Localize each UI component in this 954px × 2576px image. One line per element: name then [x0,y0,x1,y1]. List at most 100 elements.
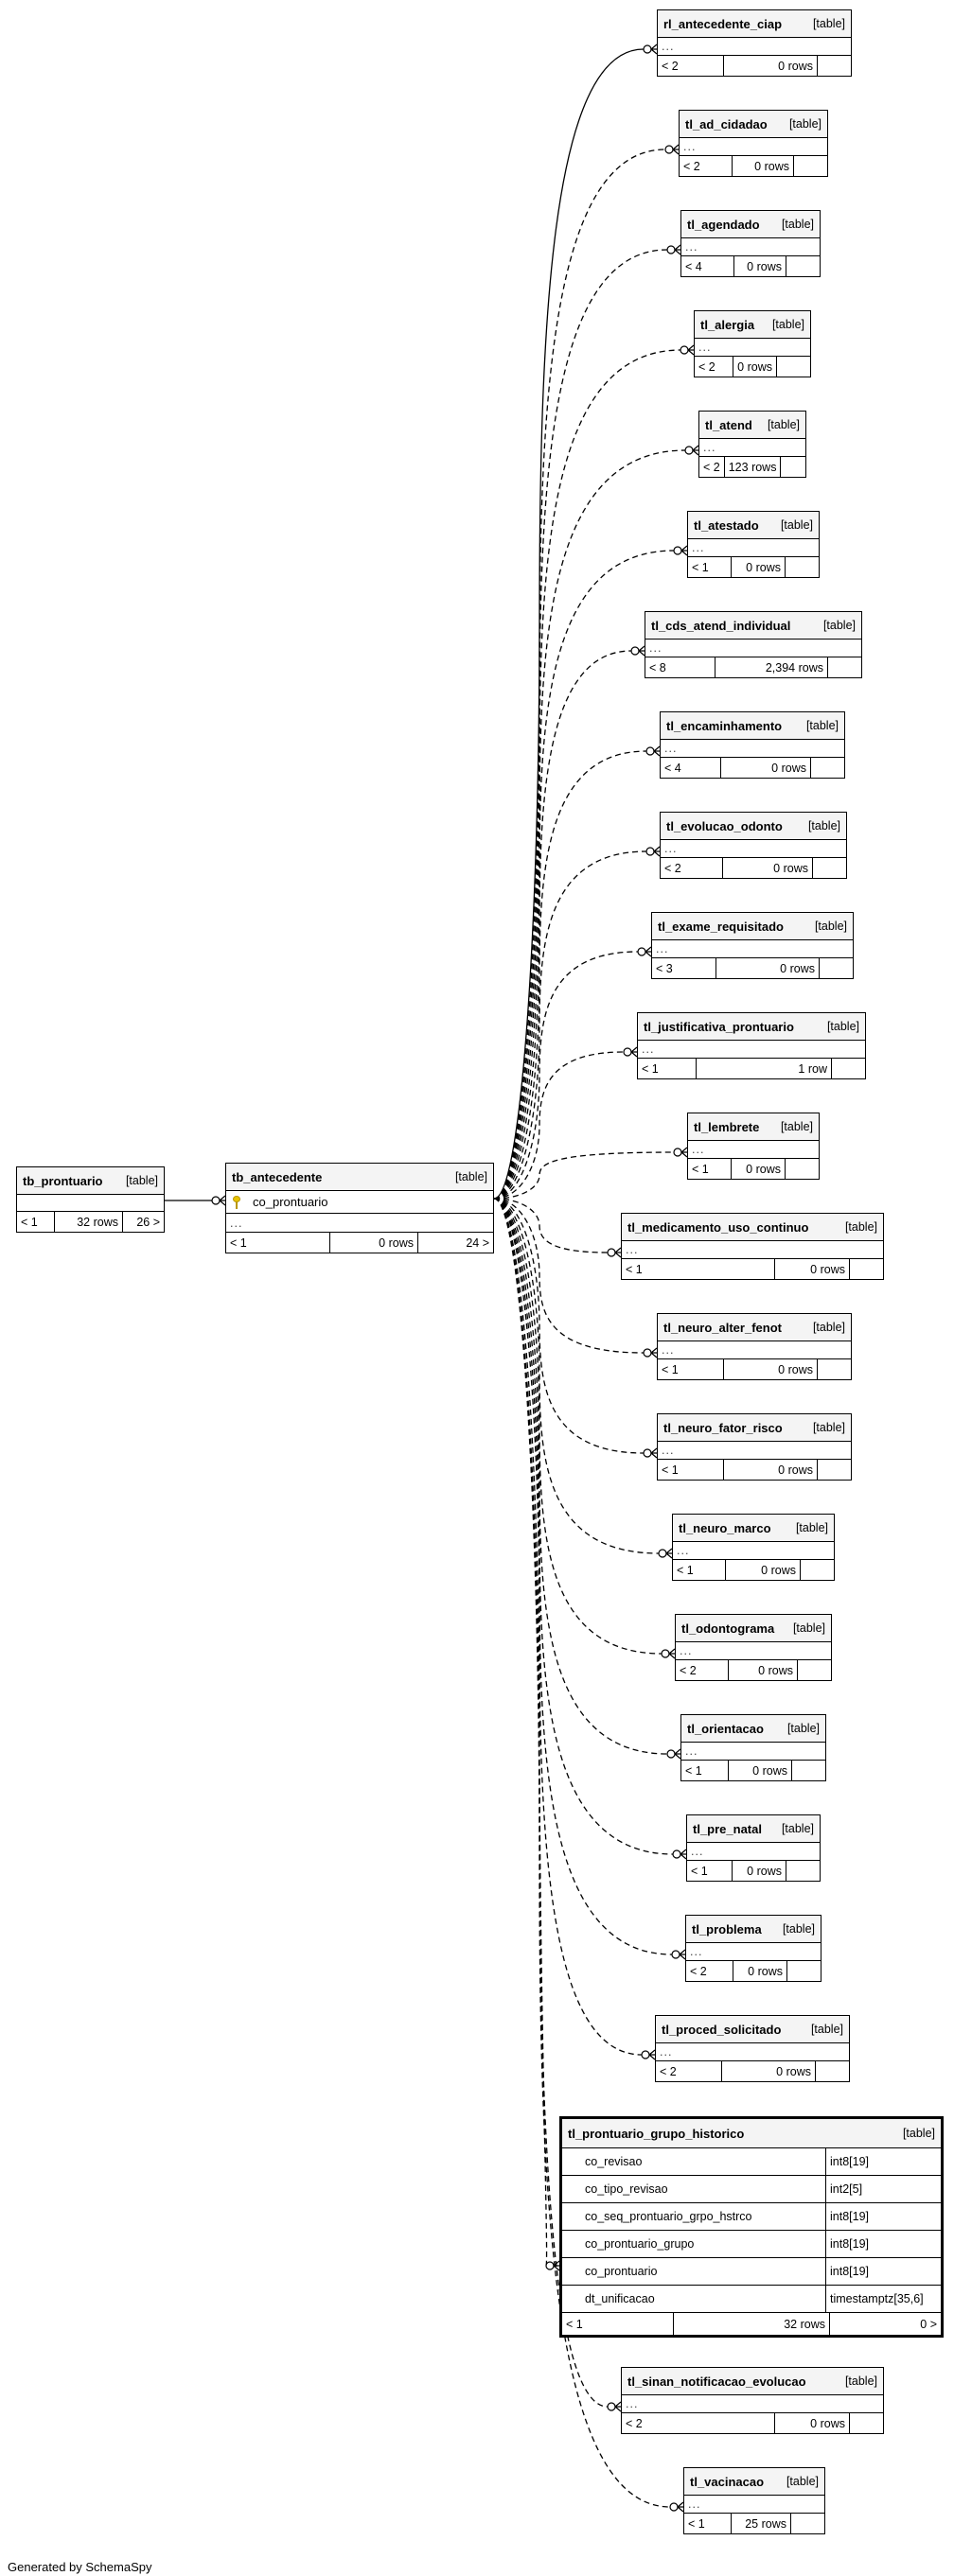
min-count: < 3 [652,958,716,978]
ellipsis-row: ... [676,1641,831,1659]
row-count: 1 row [798,1061,827,1076]
edge-end-marker [623,1046,638,1058]
table-name: tl_lembrete [694,1119,760,1134]
table-type: [table] [782,1922,815,1936]
column-type: int8[19] [825,2148,941,2175]
column-type: int8[19] [825,2258,941,2285]
max-count-cell [797,1660,831,1680]
table-footer: < 1 32 rows 26 > [17,1211,164,1232]
ellipsis-row: ... [638,1040,865,1058]
max-count-cell [786,1961,821,1981]
min-count: < 2 [695,357,734,377]
row-count: 0 rows [379,1235,414,1250]
edge-end-marker [637,946,652,957]
table-name: rl_antecedente_ciap [663,16,783,31]
table-name: tl_pre_natal [693,1821,762,1836]
table-type: [table] [792,1621,825,1635]
edge-antecedente-child [493,1198,643,2056]
max-count-cell [827,657,861,677]
table-tl-sinan-notificacao-evolucao[interactable]: tl_sinan_notificacao_evolucao[table]...<… [621,2367,884,2434]
max-count-cell [785,1159,819,1179]
min-count: < 1 [658,1460,724,1480]
row-count: 0 rows [780,961,815,975]
min-count: < 1 [17,1212,55,1232]
table-type: [table] [125,1174,158,1187]
column-name: co_prontuario_grupo [585,2237,695,2251]
column-type: int8[19] [825,2231,941,2257]
min-count: < 1 [681,1761,729,1780]
min-count: < 8 [645,657,716,677]
edge-end-marker [671,1949,686,1960]
edge-end-marker [666,1748,681,1760]
table-tl-justificativa-prontuario[interactable]: tl_justificativa_prontuario[table]...< 1… [637,1012,866,1079]
max-count-cell [780,457,814,477]
edge-antecedente-child [493,1051,625,1200]
table-type: [table] [812,17,845,30]
primary-key-icon [232,1195,241,1209]
edge-antecedente-child [493,1198,548,2267]
edge-end-marker [645,745,661,757]
row-count: 0 rows [747,1864,782,1878]
edge-antecedente-child [493,1198,668,1755]
min-count: < 2 [680,156,733,176]
column-row: co_prontuario_grupo int8[19] [562,2230,941,2257]
key-column-row: co_prontuario [226,1190,493,1213]
ellipsis-row: ... [686,1942,821,1960]
min-count: < 1 [688,557,732,577]
min-count: < 2 [656,2061,722,2081]
row-count: 0 rows [747,259,782,273]
min-count: < 2 [699,457,725,477]
table-type: [table] [771,318,804,331]
edge-end-marker [607,2401,622,2412]
max-count-cell [800,1560,834,1580]
table-name: tb_antecedente [232,1169,323,1184]
max-count-cell [810,758,844,778]
table-type: [table] [826,1020,859,1033]
table-tb-prontuario[interactable]: tb_prontuario[table] < 1 32 rows 26 > [16,1166,165,1233]
edge-antecedente-child [493,449,686,1200]
table-name: tl_atestado [694,517,759,533]
max-count: 26 > [122,1212,164,1232]
table-type: [table] [810,2023,843,2036]
row-count: 0 rows [778,1362,813,1376]
column-name: co_seq_prontuario_grpo_hstrco [585,2210,752,2223]
table-tb-antecedente[interactable]: tb_antecedente[table] co_prontuario ... … [225,1163,494,1253]
max-count-cell [817,1359,851,1379]
table-name: tl_cds_atend_individual [651,618,791,633]
ellipsis-row: ... [658,1441,851,1459]
table-type: [table] [780,1120,813,1133]
edge-end-marker [643,1447,658,1459]
table-type: [table] [781,1822,814,1835]
table-tl-medicamento-uso-continuo[interactable]: tl_medicamento_uso_continuo[table]...< 1… [621,1213,884,1280]
edge-end-marker [672,1849,687,1860]
row-count: 0 rows [810,2416,845,2430]
table-name: tl_proced_solicitado [662,2022,782,2037]
table-name: tl_neuro_fator_risco [663,1420,783,1435]
table-tl-prontuario-grupo-historico[interactable]: tl_prontuario_grupo_historico[table] co_… [559,2116,944,2338]
